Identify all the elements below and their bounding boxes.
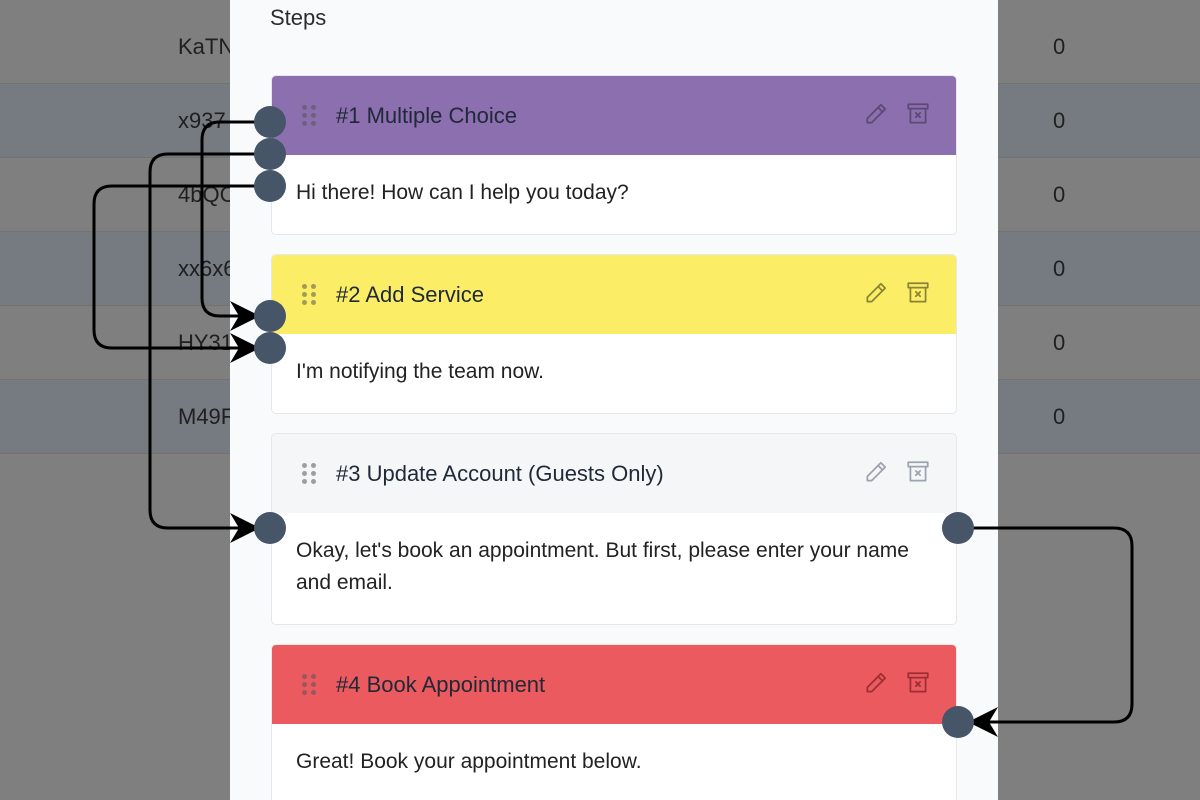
panel-title: Steps [270,5,327,30]
row-id: KaTN [178,34,235,59]
step-title: #4 Book Appointment [336,671,546,697]
row-id: 4bQC [178,182,236,207]
pencil-icon[interactable] [862,669,890,697]
drag-handle-icon[interactable] [302,104,316,127]
step-card[interactable]: #2 Add Service I'm notifying the team no… [271,254,957,414]
connector-node[interactable] [254,332,286,364]
row-value: 0 [1053,330,1066,355]
step-header[interactable]: #4 Book Appointment [272,645,956,724]
connector-node[interactable] [254,170,286,202]
drag-handle-icon[interactable] [302,673,316,696]
step-header[interactable]: #2 Add Service [272,255,956,334]
trash-icon[interactable] [904,100,932,128]
step-message: I'm notifying the team now. [296,360,544,383]
row-value: 0 [1053,404,1066,429]
step-message: Great! Book your appointment below. [296,750,642,773]
row-id: x937 [178,108,226,133]
row-id: M49F [178,404,235,429]
steps-panel: Steps #1 Multiple Choice Hi there! How c… [230,0,998,800]
trash-icon[interactable] [904,458,932,486]
connector-node[interactable] [942,512,974,544]
step-title: #3 Update Account (Guests Only) [336,460,664,486]
connector-node[interactable] [254,512,286,544]
step-card[interactable]: #4 Book Appointment Great! Book your app… [271,644,957,800]
connector-node[interactable] [254,300,286,332]
row-value: 0 [1053,182,1066,207]
connector-node[interactable] [254,138,286,170]
drag-handle-icon[interactable] [302,462,316,485]
row-id: HY31 [178,330,234,355]
step-message: Hi there! How can I help you today? [296,181,629,204]
row-value: 0 [1053,34,1066,59]
row-value: 0 [1053,256,1066,281]
step-title: #1 Multiple Choice [336,102,517,128]
pencil-icon[interactable] [862,279,890,307]
pencil-icon[interactable] [862,458,890,486]
drag-handle-icon[interactable] [302,283,316,306]
row-value: 0 [1053,108,1066,133]
step-header[interactable]: #1 Multiple Choice [272,76,956,155]
step-header[interactable]: #3 Update Account (Guests Only) [272,434,956,513]
connector-node[interactable] [254,106,286,138]
step-message: Okay, let's book an appointment. But fir… [296,539,909,594]
step-card[interactable]: #1 Multiple Choice Hi there! How can I h… [271,75,957,235]
step-title: #2 Add Service [336,281,484,307]
row-id: xx6x6 [178,256,236,281]
step-card[interactable]: #3 Update Account (Guests Only) Okay, le… [271,433,957,625]
pencil-icon[interactable] [862,100,890,128]
trash-icon[interactable] [904,279,932,307]
trash-icon[interactable] [904,669,932,697]
connector-node[interactable] [942,706,974,738]
